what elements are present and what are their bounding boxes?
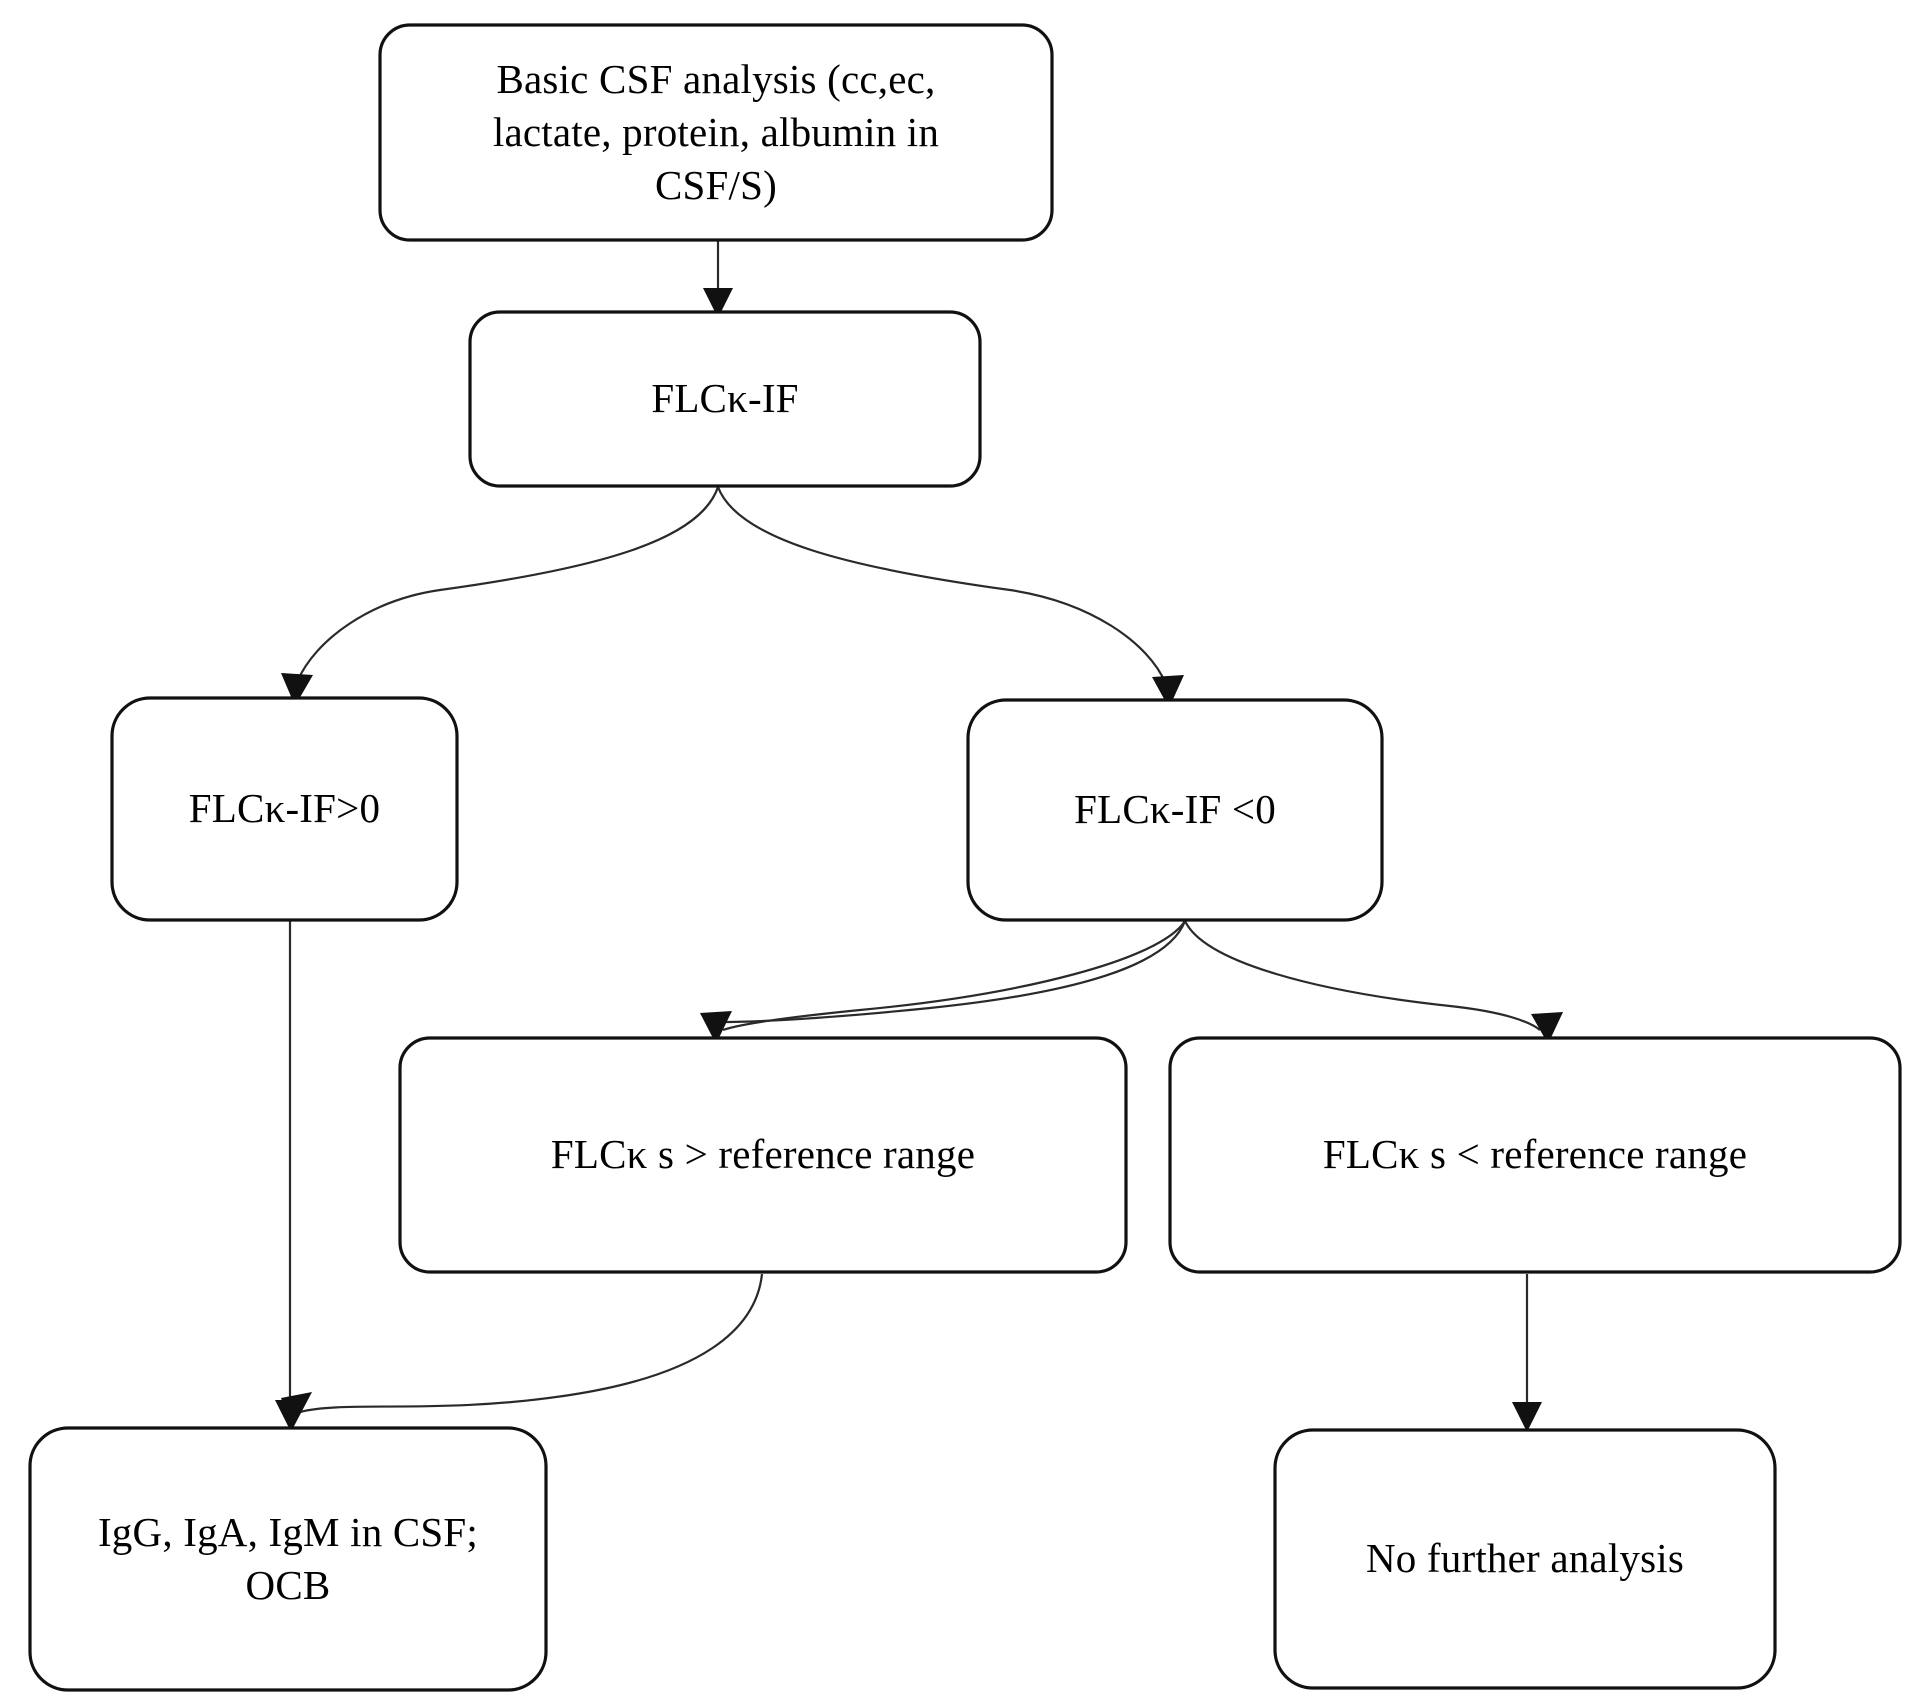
node-flck-s-above-reference[interactable] [398, 1036, 1128, 1274]
edge-below-to-nofurther [1512, 1274, 1542, 1432]
node-flck-if[interactable] [468, 310, 982, 488]
edge-basic-to-flck [703, 241, 733, 318]
node-basic-csf-analysis[interactable] [378, 23, 1054, 242]
node-igg-iga-igm-ocb[interactable] [28, 1426, 548, 1692]
node-flck-s-below-reference[interactable] [1168, 1036, 1902, 1274]
edge-negative-to-above [700, 920, 1187, 1044]
edge-positive-to-igg [275, 921, 305, 1430]
edge-flck-to-positive [281, 486, 720, 706]
node-no-further-analysis[interactable] [1273, 1428, 1777, 1690]
edge-flck-to-negative [716, 486, 1184, 708]
edge-negative-to-below [1184, 920, 1563, 1044]
node-flck-if-positive[interactable] [110, 696, 459, 922]
node-flck-if-negative[interactable] [966, 698, 1384, 922]
edge-above-to-igg [281, 1273, 764, 1430]
